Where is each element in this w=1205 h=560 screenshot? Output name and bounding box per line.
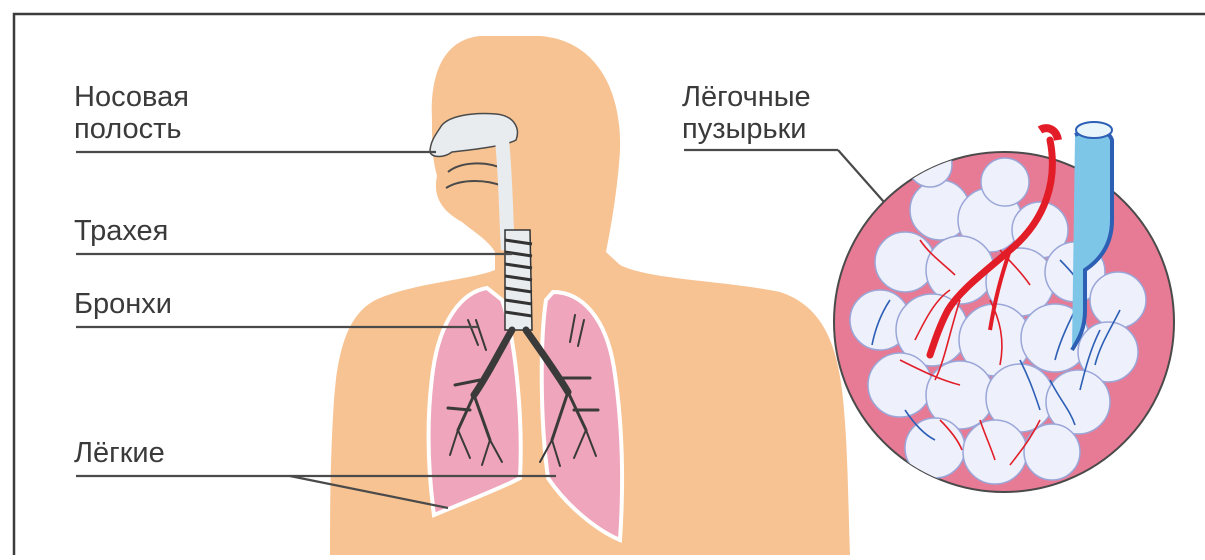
alveoli-label-line1: Лёгочные (682, 80, 811, 114)
bronchi-label: Бронхи (74, 287, 172, 321)
lungs-label: Лёгкие (74, 436, 165, 470)
alveoli-label-line2: пузырьки (682, 112, 806, 146)
nasal-cavity-label-line1: Носовая (74, 80, 189, 114)
nasal-cavity-label-line2: полость (74, 112, 181, 146)
vein-opening (1076, 122, 1112, 138)
trachea-label: Трахея (74, 214, 168, 248)
